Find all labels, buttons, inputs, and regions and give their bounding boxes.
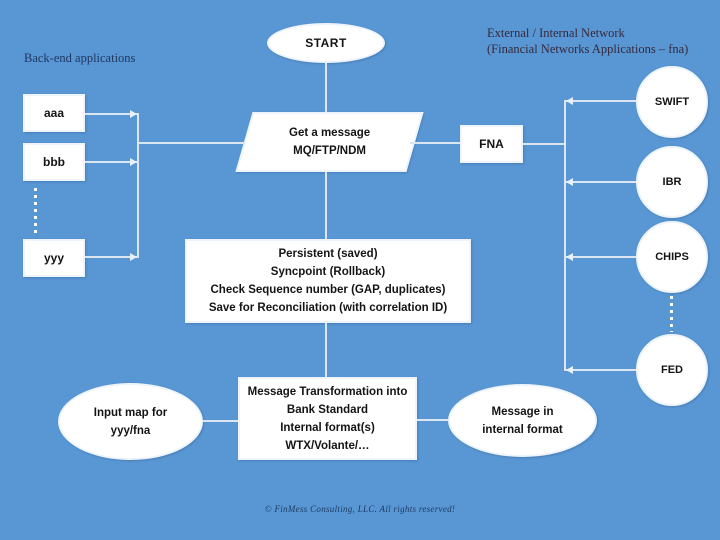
connector-trunk-to-ibr <box>565 181 636 183</box>
input-map-line2: yyy/fna <box>110 424 151 437</box>
transformation-node: Message Transformation into Bank Standar… <box>238 377 417 460</box>
persistence-text: Persistent (saved) Syncpoint (Rollback) … <box>209 245 447 317</box>
swift-label: SWIFT <box>654 96 690 108</box>
internal-format-node: Message in internal format <box>448 384 597 457</box>
ibr-label: IBR <box>662 176 682 188</box>
persistence-line1: Persistent (saved) <box>278 248 378 260</box>
get-message-text: Get a message MQ/FTP/NDM <box>289 124 370 160</box>
fna-label: FNA <box>479 137 504 151</box>
network-ellipsis-dotted-line <box>670 296 673 332</box>
connector-bbb-to-trunk <box>85 161 138 163</box>
transformation-line4: WTX/Volante/… <box>285 439 370 452</box>
transformation-line1: Message Transformation into <box>247 385 408 398</box>
get-message-node: Get a message MQ/FTP/NDM <box>235 112 424 172</box>
start-label: START <box>305 36 347 50</box>
transformation-line2: Bank Standard <box>286 403 369 416</box>
connector-persistence-to-transformation <box>325 323 327 377</box>
persistence-line4: Save for Reconciliation (with correlatio… <box>208 302 448 314</box>
transformation-text: Message Transformation into Bank Standar… <box>248 383 408 455</box>
arrowhead-fed-icon <box>566 366 573 374</box>
connector-inputmap-to-transformation <box>203 420 238 422</box>
backend-box-yyy-label: yyy <box>43 251 65 265</box>
connector-transformation-to-internalformat <box>417 419 448 421</box>
connector-fna-to-trunk <box>523 143 566 145</box>
arrowhead-swift-icon <box>566 97 573 105</box>
connector-getmessage-to-fna <box>410 142 460 144</box>
backend-box-aaa-label: aaa <box>43 106 65 120</box>
copyright-text: © FinMess Consulting, LLC. All rights re… <box>264 504 456 514</box>
backend-box-bbb-label: bbb <box>43 155 65 169</box>
fna-node: FNA <box>460 125 523 163</box>
start-node: START <box>267 23 385 63</box>
network-header: External / Internal Network (Financial N… <box>487 25 688 57</box>
arrowhead-chips-icon <box>566 253 573 261</box>
chips-label: CHIPS <box>655 251 689 263</box>
connector-start-to-getmessage <box>325 63 327 112</box>
network-circle-ibr: IBR <box>636 146 708 218</box>
connector-yyy-to-trunk <box>85 256 138 258</box>
right-trunk-line <box>564 100 566 371</box>
network-circle-swift: SWIFT <box>636 66 708 138</box>
internal-format-text: Message in internal format <box>482 403 563 439</box>
connector-trunk-to-chips <box>565 256 636 258</box>
connector-trunk-to-swift <box>565 100 636 102</box>
fed-label: FED <box>661 364 683 376</box>
left-trunk-line <box>137 113 139 258</box>
connector-trunk-to-fed <box>565 369 636 371</box>
input-map-node: Input map for yyy/fna <box>58 383 203 460</box>
transformation-line3: Internal format(s) <box>280 421 375 434</box>
input-map-text: Input map for yyy/fna <box>94 404 167 440</box>
internal-format-line2: internal format <box>482 423 563 436</box>
network-header-line2: (Financial Networks Applications – fna) <box>487 42 689 56</box>
backend-box-yyy: yyy <box>23 239 85 277</box>
network-circle-chips: CHIPS <box>636 221 708 293</box>
back-end-applications-label: Back-end applications <box>24 51 136 65</box>
network-header-line1: External / Internal Network <box>487 26 625 40</box>
backend-box-bbb: bbb <box>23 143 85 181</box>
connector-trunk-to-getmessage <box>138 142 245 144</box>
backend-box-aaa: aaa <box>23 94 85 132</box>
persistence-line3: Check Sequence number (GAP, duplicates) <box>210 284 446 296</box>
persistence-line2: Syncpoint (Rollback) <box>270 266 386 278</box>
connector-getmessage-to-persistence <box>325 172 327 239</box>
arrowhead-ibr-icon <box>566 178 573 186</box>
network-circle-fed: FED <box>636 334 708 406</box>
get-message-line2: MQ/FTP/NDM <box>293 145 366 157</box>
backend-ellipsis-dotted-line <box>34 188 37 235</box>
get-message-line1: Get a message <box>288 127 371 139</box>
arrowhead-yyy-icon <box>130 253 137 261</box>
arrowhead-aaa-icon <box>130 110 137 118</box>
connector-aaa-to-trunk <box>85 113 138 115</box>
internal-format-line1: Message in <box>491 405 554 418</box>
arrowhead-bbb-icon <box>130 158 137 166</box>
persistence-node: Persistent (saved) Syncpoint (Rollback) … <box>185 239 471 323</box>
input-map-line1: Input map for <box>93 406 168 419</box>
